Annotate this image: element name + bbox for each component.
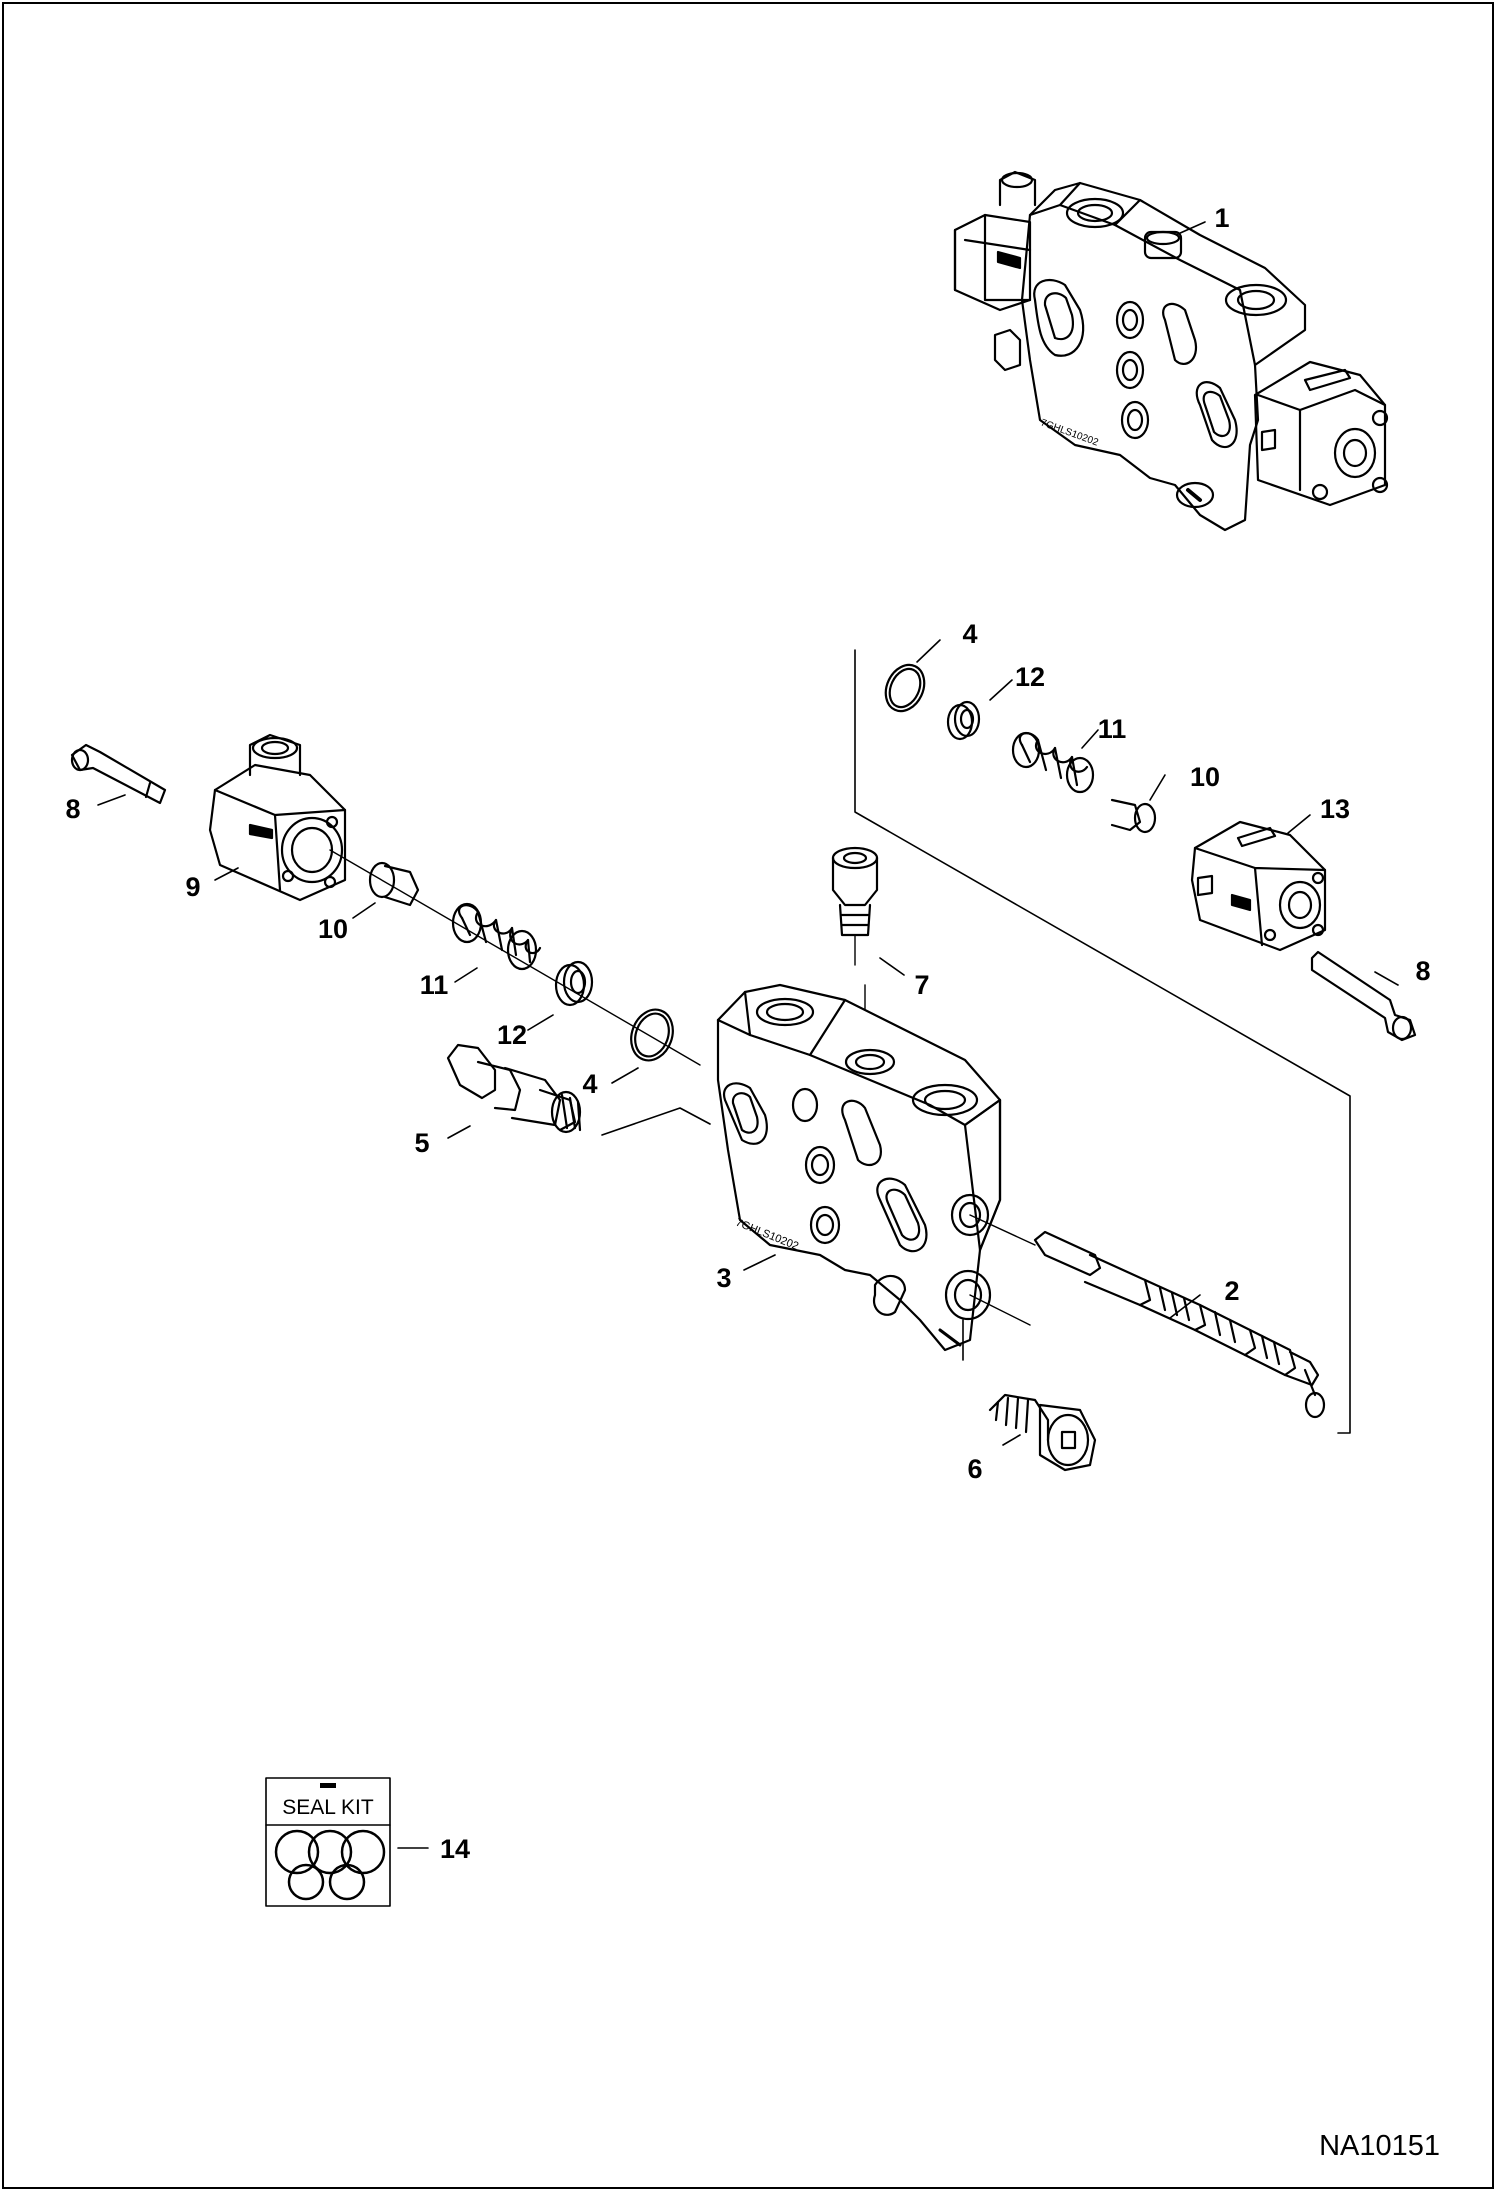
part-4-o-ring-right: [884, 663, 926, 713]
callout-7: 7: [914, 970, 929, 1000]
callout-8-right: 8: [1415, 956, 1430, 986]
part-8-bolt-right: [1310, 950, 1417, 1042]
callout-4-main: 4: [582, 1069, 597, 1099]
callout-1: 1: [1214, 203, 1229, 233]
callout-5: 5: [414, 1128, 429, 1158]
part-10-spring-seat-right: [1110, 798, 1157, 834]
callout-10-right: 10: [1190, 762, 1220, 792]
part-3-valve-body: 7GHLS10202: [716, 983, 1002, 1352]
part-14-seal-kit: [265, 1777, 391, 1907]
part-11-spring-right: [1011, 731, 1095, 794]
part-12-washer-left: [554, 960, 594, 1007]
callout-12-right: 12: [1015, 662, 1045, 692]
seal-kit-label: SEAL KIT: [282, 1796, 374, 1819]
part-9-end-cap: [208, 733, 347, 902]
callout-3: 3: [716, 1263, 731, 1293]
part-11-spring-left: [451, 902, 542, 971]
part-6-plug: [988, 1393, 1097, 1472]
part-4-o-ring-main: [630, 1008, 674, 1062]
part-3-casting-marking: 7GHLS10202: [734, 1217, 800, 1253]
part-1-valve-section-assembly: 7GHLS10202: [953, 170, 1389, 532]
callout-11-left: 11: [420, 970, 449, 1000]
callout-2: 2: [1224, 1276, 1239, 1306]
part-5-fitting: [446, 1043, 582, 1134]
callout-12-left: 12: [497, 1020, 527, 1050]
part-13-end-cap-right: [1190, 820, 1327, 952]
callout-9: 9: [185, 872, 200, 902]
callout-numbers: 1 2 3 4 4 5 6 7 8 8 9 10 10 11 11 12 12 …: [65, 203, 1430, 1864]
callout-10-left: 10: [318, 914, 348, 944]
part-12-washer-right: [946, 700, 981, 741]
callout-4-top: 4: [962, 619, 977, 649]
drawing-number: NA10151: [1319, 2130, 1440, 2162]
part-7-plug: [831, 846, 879, 966]
part-8-bolt-left: [70, 743, 167, 805]
assembly-axis-lines: [329, 849, 1036, 1326]
callout-13: 13: [1320, 794, 1350, 824]
callout-8-left: 8: [65, 794, 80, 824]
part-2-spool: [1033, 1230, 1326, 1419]
callout-14: 14: [440, 1834, 470, 1864]
callout-6: 6: [967, 1454, 982, 1484]
part-10-spring-seat-left: [368, 861, 420, 907]
callout-11-right: 11: [1098, 714, 1127, 744]
assembly-reference-lines: [601, 649, 1351, 1434]
part-1-casting-marking: 7GHLS10202: [1039, 417, 1100, 448]
leader-lines: [97, 221, 1399, 1849]
